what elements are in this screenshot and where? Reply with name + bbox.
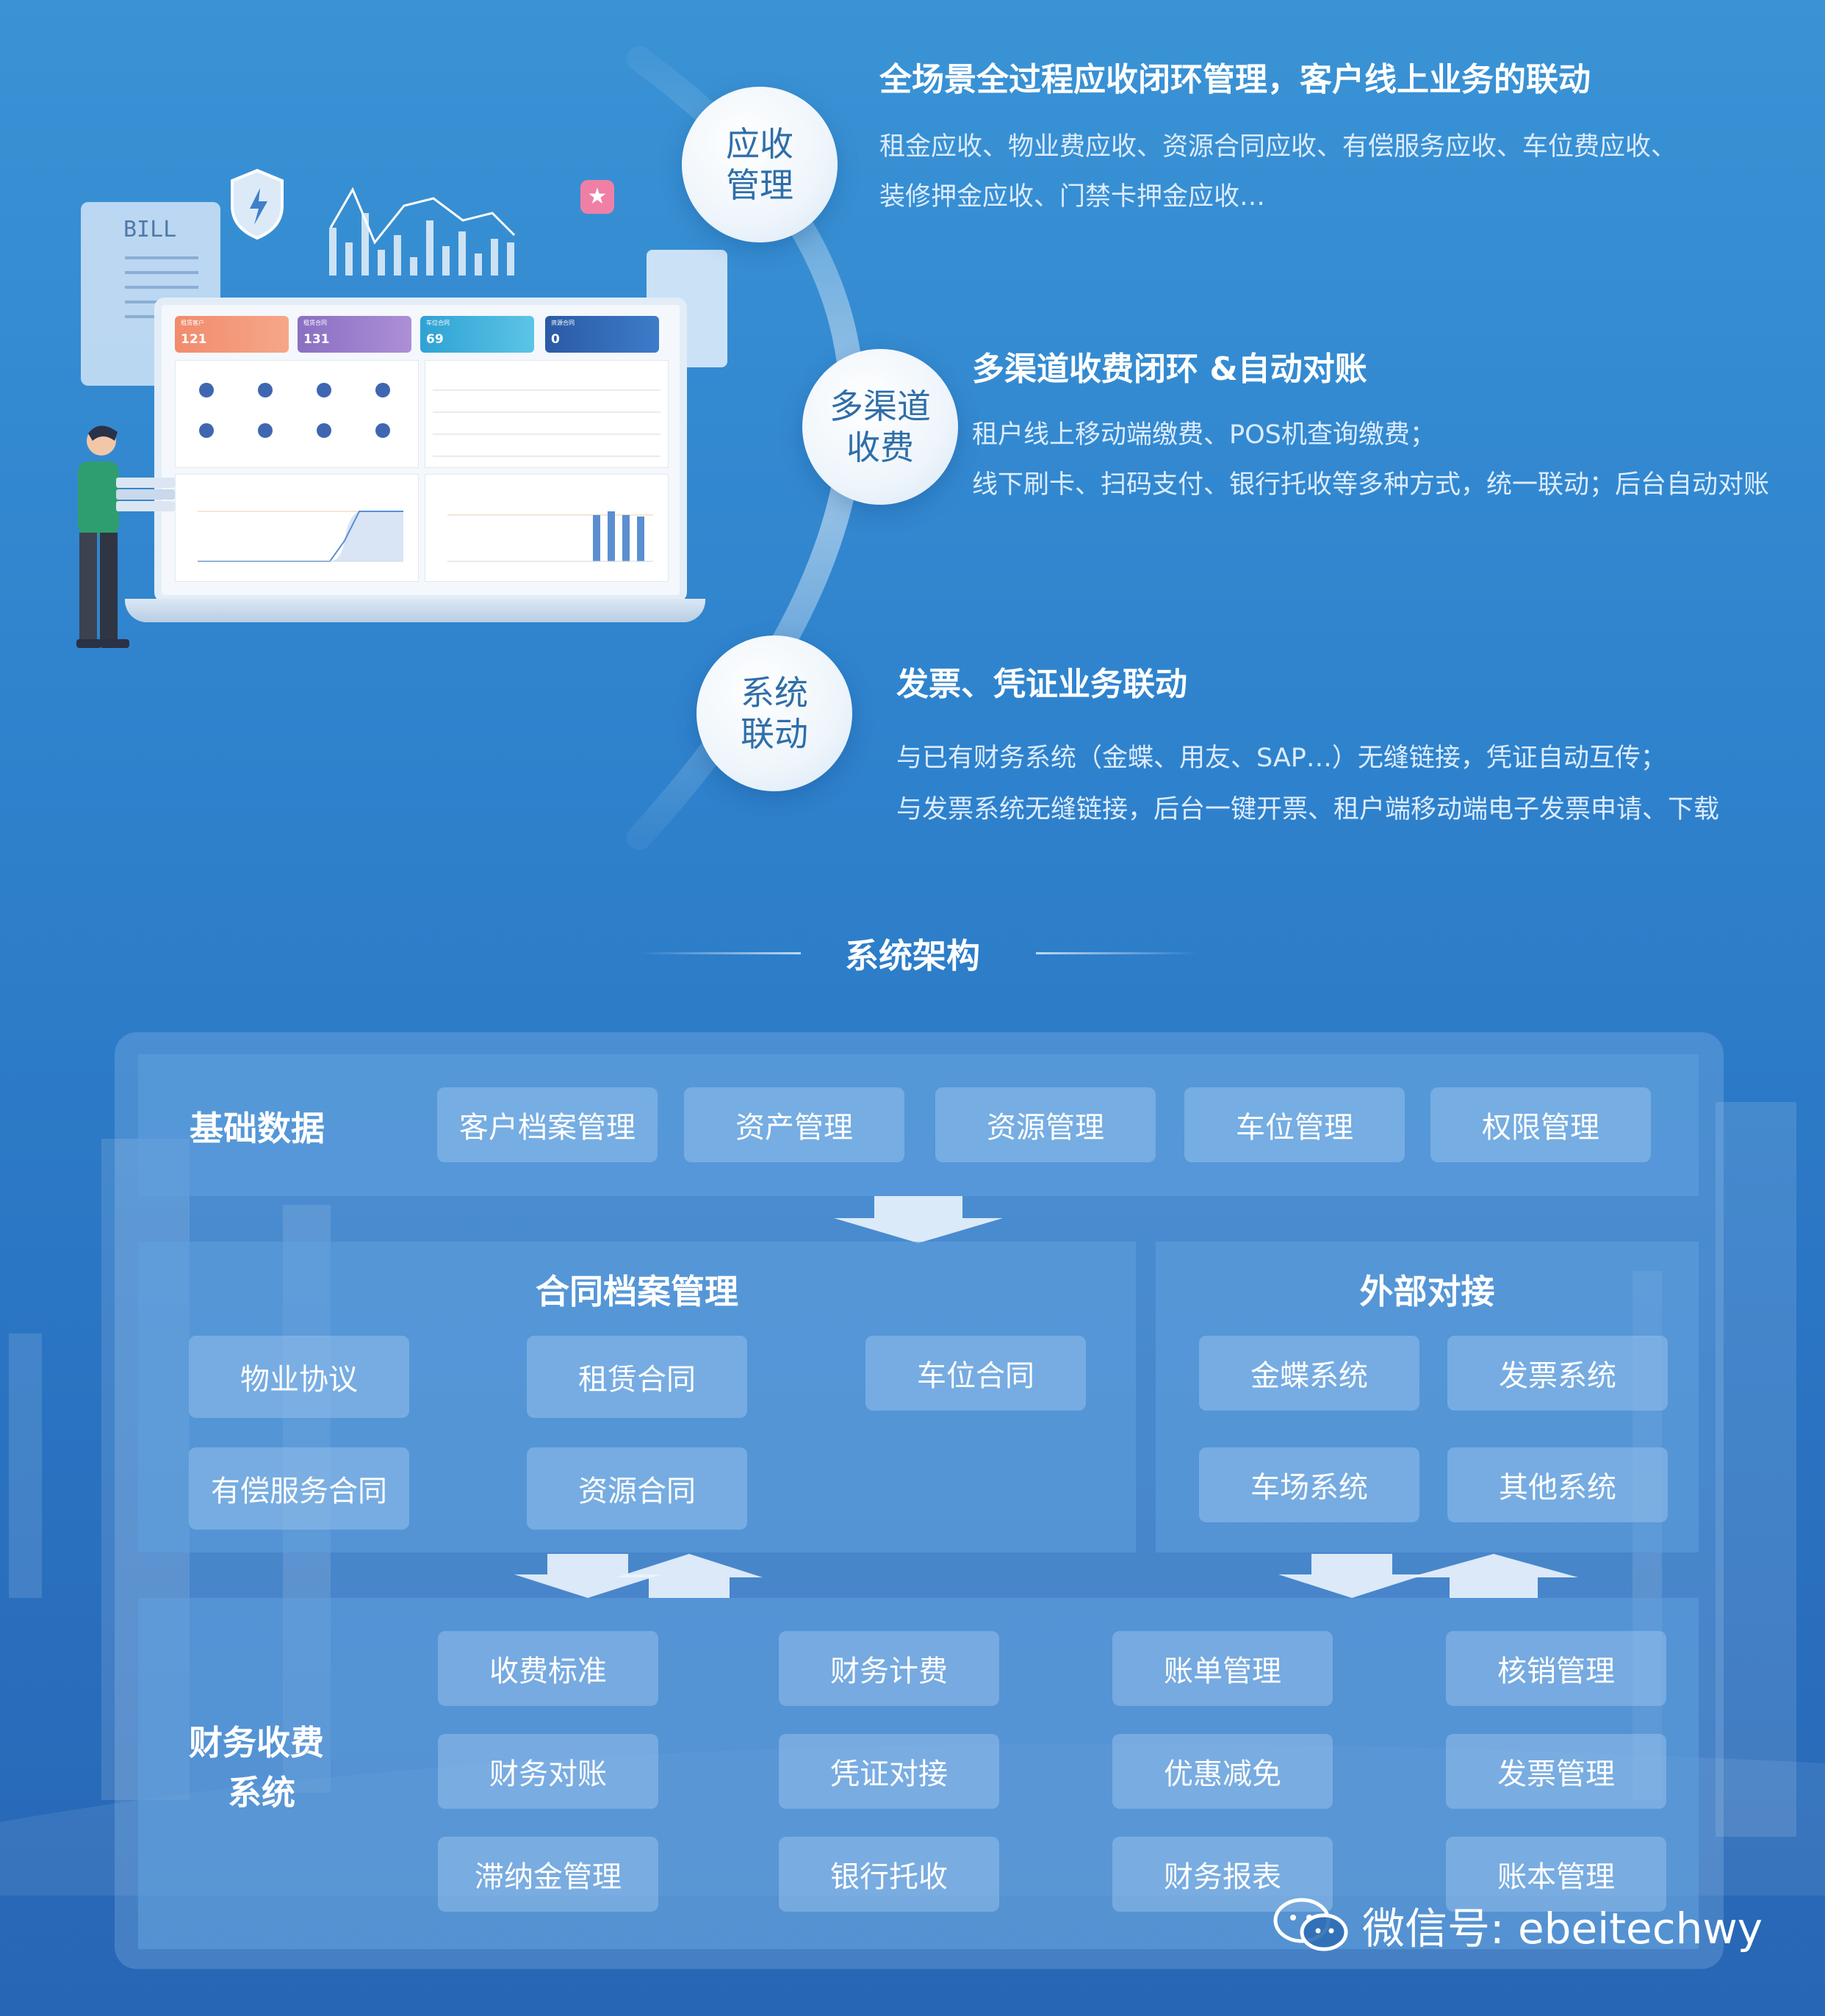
line-chart-panel <box>175 474 419 582</box>
feature-desc-receivables-1: 租金应收、物业费应收、资源合同应收、有偿服务应收、车位费应收、 <box>879 132 1677 162</box>
watermark-text: 微信号: ebeitechwy <box>1362 1904 1763 1954</box>
chip-invoice-system[interactable]: 发票系统 <box>1447 1336 1668 1411</box>
menu-icon <box>258 423 273 438</box>
chip-resource-management[interactable]: 资源管理 <box>935 1087 1156 1162</box>
laptop-base <box>125 599 705 622</box>
wechat-watermark: 微信号: ebeitechwy <box>1271 1896 1763 1954</box>
table-lines <box>433 389 660 457</box>
feature-title-channels: 多渠道收费闭环 &自动对账 <box>972 350 1367 388</box>
chip-discount-waiver[interactable]: 优惠减免 <box>1112 1734 1333 1809</box>
line-chart-mini <box>198 511 403 562</box>
menu-icon <box>317 423 331 438</box>
chip-financial-reports[interactable]: 财务报表 <box>1112 1837 1333 1912</box>
stat-card: 车位合同 69 <box>420 316 534 353</box>
region-basic-data-label: 基础数据 <box>190 1109 325 1148</box>
chip-late-fee-management[interactable]: 滞纳金管理 <box>438 1837 658 1912</box>
shield-icon <box>231 168 284 240</box>
stat-label: 资源合同 <box>551 320 575 326</box>
bar-chart-panel <box>425 474 669 582</box>
architecture-title: 系统架构 <box>845 936 980 976</box>
stat-label: 租赁合同 <box>303 320 327 326</box>
stat-value: 0 <box>551 332 560 347</box>
arrow-down-icon <box>1278 1554 1425 1598</box>
wechat-icon <box>1273 1898 1348 1951</box>
bubble-linkage-label: 系统 联动 <box>741 673 808 754</box>
chip-paid-service-contract[interactable]: 有偿服务合同 <box>189 1447 409 1530</box>
chip-kingdee-system[interactable]: 金蝶系统 <box>1199 1336 1419 1411</box>
arrow-up-icon <box>1409 1554 1578 1598</box>
stat-card: 租赁客户 121 <box>175 316 289 353</box>
arrow-down-icon <box>514 1554 661 1598</box>
chip-other-systems[interactable]: 其他系统 <box>1447 1447 1668 1522</box>
feature-desc-linkage-2: 与发票系统无缝链接，后台一键开票、租户端移动端电子发票申请、下载 <box>896 795 1720 824</box>
chip-customer-archive[interactable]: 客户档案管理 <box>437 1087 658 1162</box>
chip-parking-contract[interactable]: 车位合同 <box>865 1336 1086 1411</box>
feature-desc-channels-1: 租户线上移动端缴费、POS机查询缴费； <box>972 420 1436 450</box>
menu-icon <box>375 383 390 397</box>
bubble-receivables: 应收 管理 <box>682 87 838 242</box>
chip-property-agreement[interactable]: 物业协议 <box>189 1336 409 1418</box>
chip-asset-management[interactable]: 资产管理 <box>684 1087 904 1162</box>
menu-icon <box>317 383 331 397</box>
feature-title-receivables: 全场景全过程应收闭环管理，客户线上业务的联动 <box>879 61 1591 98</box>
menu-icon <box>199 383 214 397</box>
chip-voucher-integration[interactable]: 凭证对接 <box>779 1734 999 1809</box>
feature-desc-channels-2: 线下刷卡、扫码支付、银行托收等多种方式，统一联动；后台自动对账 <box>972 470 1770 500</box>
chip-parking-management[interactable]: 车位管理 <box>1184 1087 1405 1162</box>
stat-label: 租赁客户 <box>181 320 204 326</box>
chip-resource-contract[interactable]: 资源合同 <box>527 1447 747 1530</box>
region-external-integration <box>1156 1242 1699 1552</box>
chip-parking-lot-system[interactable]: 车场系统 <box>1199 1447 1419 1522</box>
stat-card: 租赁合同 131 <box>298 316 411 353</box>
chip-charge-standard[interactable]: 收费标准 <box>438 1631 658 1706</box>
bar-chart-mini <box>447 511 653 562</box>
feature-desc-receivables-2: 装修押金应收、门禁卡押金应收… <box>879 182 1266 212</box>
arrow-down-icon <box>834 1196 1003 1243</box>
chip-bank-collection[interactable]: 银行托收 <box>779 1837 999 1912</box>
star-badge-icon: ★ <box>580 180 614 214</box>
table-panel <box>425 360 669 468</box>
region-basic-data <box>138 1054 1699 1196</box>
arrow-up-icon <box>616 1554 763 1598</box>
region-finance-billing-label-2: 系统 <box>228 1773 295 1812</box>
chip-writeoff-management[interactable]: 核销管理 <box>1446 1631 1666 1706</box>
chip-permission-management[interactable]: 权限管理 <box>1430 1087 1651 1162</box>
chip-financial-reconciliation[interactable]: 财务对账 <box>438 1734 658 1809</box>
stat-value: 131 <box>303 332 330 347</box>
stat-value: 69 <box>426 332 444 347</box>
menu-icon <box>258 383 273 397</box>
chip-financial-billing[interactable]: 财务计费 <box>779 1631 999 1706</box>
chip-ledger-management[interactable]: 账本管理 <box>1446 1837 1666 1912</box>
chip-invoice-management[interactable]: 发票管理 <box>1446 1734 1666 1809</box>
region-finance-billing <box>138 1598 1699 1949</box>
person-figure <box>76 425 175 648</box>
feature-title-linkage: 发票、凭证业务联动 <box>896 666 1187 703</box>
bubble-receivables-label: 应收 管理 <box>726 124 793 205</box>
title-divider-left <box>639 952 801 954</box>
chart-decoration-icon <box>329 187 516 276</box>
stat-value: 121 <box>181 332 207 347</box>
chip-bill-management[interactable]: 账单管理 <box>1112 1631 1333 1706</box>
quick-menu-panel <box>175 360 419 468</box>
bubble-channels: 多渠道 收费 <box>802 349 958 505</box>
region-finance-billing-label-1: 财务收费 <box>189 1723 324 1763</box>
region-contract-archive <box>138 1242 1136 1552</box>
menu-icon <box>375 423 390 438</box>
bubble-channels-label: 多渠道 收费 <box>829 386 931 467</box>
feature-desc-linkage-1: 与已有财务系统（金蝶、用友、SAP…）无缝链接，凭证自动互传； <box>896 744 1666 773</box>
stat-card: 资源合同 0 <box>545 316 659 353</box>
menu-icon <box>199 423 214 438</box>
chip-lease-contract[interactable]: 租赁合同 <box>527 1336 747 1418</box>
bubble-linkage: 系统 联动 <box>696 636 852 791</box>
region-external-integration-label: 外部对接 <box>1359 1272 1495 1311</box>
stat-label: 车位合同 <box>426 320 450 326</box>
title-divider-right <box>1036 952 1198 954</box>
region-contract-archive-label: 合同档案管理 <box>536 1272 738 1311</box>
bill-label: BILL <box>123 217 177 242</box>
